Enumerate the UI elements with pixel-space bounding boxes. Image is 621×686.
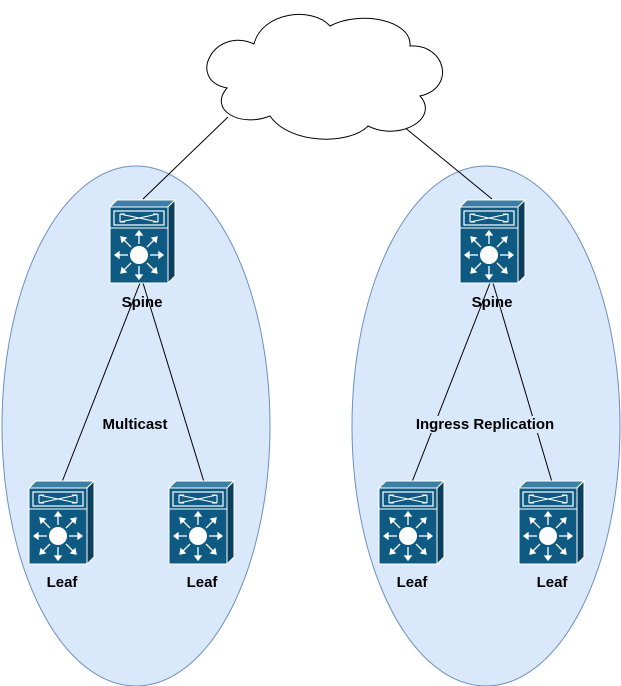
leaf-4-icon xyxy=(518,480,585,565)
link-cloud-spine-left xyxy=(142,116,229,200)
leaf-1-label: Leaf xyxy=(46,574,78,591)
spine-left-label: Spine xyxy=(121,294,163,311)
leaf-4-label: Leaf xyxy=(536,574,568,591)
multicast-label: Multicast xyxy=(101,416,169,433)
leaf-2-icon xyxy=(168,480,235,565)
cloud-icon xyxy=(206,13,443,140)
link-spine-leaf-4 xyxy=(492,282,553,483)
link-spine-leaf-2 xyxy=(142,282,205,483)
leaf-3-icon xyxy=(378,480,445,565)
leaf-3-label: Leaf xyxy=(396,574,428,591)
link-cloud-spine-right xyxy=(397,121,493,200)
ingress-replication-label: Ingress Replication xyxy=(414,416,556,433)
spine-left-icon xyxy=(109,199,176,284)
spine-right-icon xyxy=(459,199,526,284)
leaf-1-icon xyxy=(28,480,95,565)
spine-right-label: Spine xyxy=(471,294,513,311)
leaf-2-label: Leaf xyxy=(186,574,218,591)
link-spine-leaf-3 xyxy=(411,282,491,483)
link-spine-leaf-1 xyxy=(61,282,141,483)
